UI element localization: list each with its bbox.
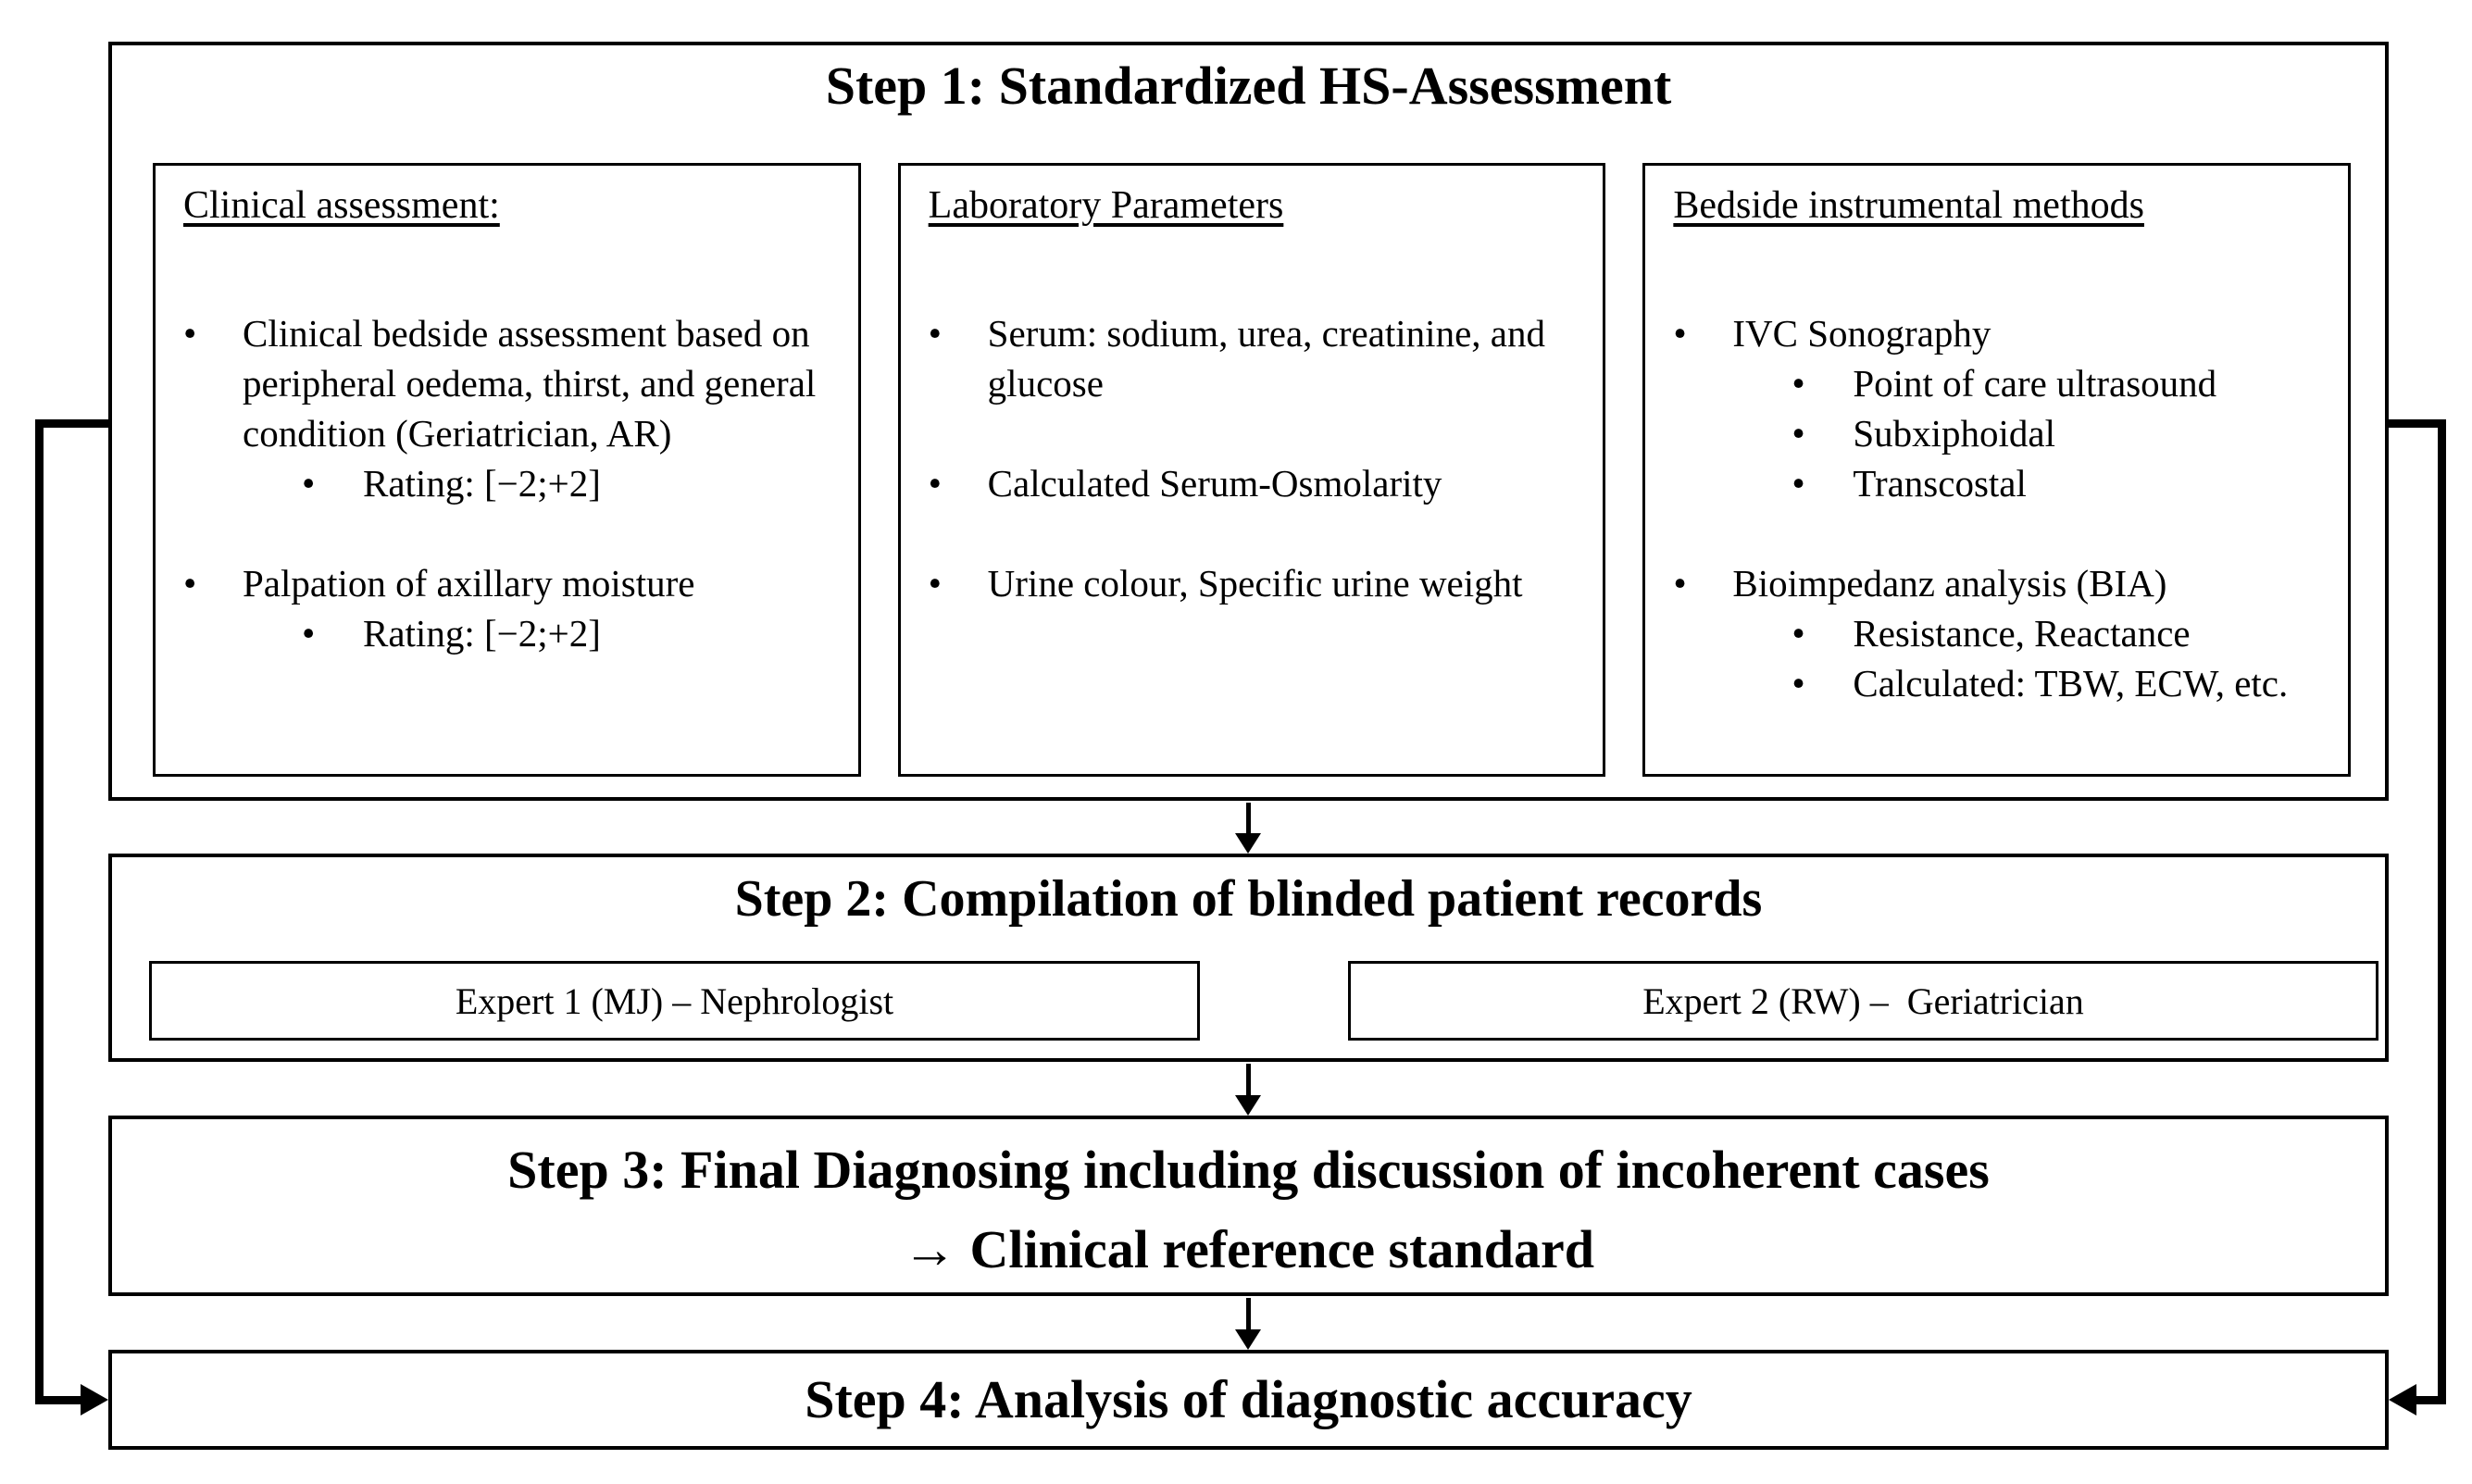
- bullet-marker: •: [1673, 562, 1687, 605]
- bullet-group: • Calculated Serum-Osmolarity: [929, 458, 1576, 508]
- feedback-line-right-top: [2389, 419, 2446, 428]
- feedback-line-left-top: [35, 419, 108, 428]
- sub-bullet-text: Rating: [−2;+2]: [363, 612, 601, 655]
- arrow-stem: [1246, 1064, 1251, 1097]
- bullet-text: Urine colour, Specific urine weight: [987, 562, 1523, 605]
- sub-bullet-text: Resistance, Reactance: [1853, 612, 2191, 655]
- bullet-marker: •: [928, 462, 943, 505]
- bullet-marker: •: [1673, 312, 1687, 355]
- arrow-stem: [1246, 803, 1251, 835]
- bullet-item: • Clinical bedside assessment based on pe…: [183, 308, 830, 458]
- bullet-item: • Calculated Serum-Osmolarity: [929, 458, 1576, 508]
- bullet-marker: •: [1792, 362, 1805, 405]
- bullet-marker: •: [928, 562, 943, 605]
- expert-box-2: Expert 2 (RW) – Geriatrician: [1348, 961, 2378, 1041]
- bullet-item: • Palpation of axillary moisture: [183, 558, 830, 608]
- bullet-text: Palpation of axillary moisture: [243, 562, 695, 605]
- arrow-down-icon: [1235, 1095, 1261, 1116]
- step1-box: Step 1: Standardized HS-Assessment Clini…: [108, 42, 2389, 801]
- sub-bullet-text: Point of care ultrasound: [1853, 362, 2217, 405]
- step3-box: Step 3: Final Diagnosing including discu…: [108, 1116, 2389, 1296]
- bullet-text: Clinical bedside assessment based on per…: [243, 312, 817, 455]
- bullet-group: • Clinical bedside assessment based on pe…: [183, 308, 830, 508]
- arrow-down-icon: [1235, 833, 1261, 854]
- bullet-marker: •: [302, 462, 316, 505]
- bullet-text: Serum: sodium, urea, creatinine, and glu…: [987, 312, 1545, 405]
- bullet-item: • Urine colour, Specific urine weight: [929, 558, 1576, 608]
- bullet-marker: •: [928, 312, 943, 355]
- bullet-group: • IVC Sonography • Point of care ultrasound…: [1673, 308, 2320, 508]
- feedback-line-left-vertical: [35, 419, 44, 1404]
- bullet-text: Calculated Serum-Osmolarity: [987, 462, 1442, 505]
- sub-bullet-item: • Resistance, Reactance: [1792, 608, 2320, 658]
- arrow-left-icon: [2389, 1384, 2416, 1415]
- sub-bullet-item: • Transcostal: [1792, 458, 2320, 508]
- step1-column-3: Bedside instrumental methods • IVC Sonogra…: [1642, 163, 2352, 777]
- expert-box-1: Expert 1 (MJ) – Nephrologist: [149, 961, 1200, 1041]
- sub-bullet-item: • Rating: [−2;+2]: [302, 608, 830, 658]
- step4-box: Step 4: Analysis of diagnostic accuracy: [108, 1350, 2389, 1450]
- arrow-right-icon: [81, 1384, 108, 1415]
- feedback-line-right-vertical: [2438, 419, 2446, 1404]
- sub-bullet-text: Calculated: TBW, ECW, etc.: [1853, 662, 2289, 705]
- bullet-marker: •: [1792, 662, 1805, 705]
- step3-title-line2: → Clinical reference standard: [903, 1219, 1594, 1279]
- step1-column-1: Clinical assessment: • Clinical bedside as…: [153, 163, 861, 777]
- bullet-item: • Bioimpedanz analysis (BIA): [1673, 558, 2320, 608]
- feedback-line-left-bottom: [35, 1396, 85, 1404]
- bullet-text: Bioimpedanz analysis (BIA): [1732, 562, 2167, 605]
- bullet-text: IVC Sonography: [1732, 312, 1991, 355]
- sub-bullet-item: • Point of care ultrasound: [1792, 358, 2320, 408]
- bullet-marker: •: [302, 612, 316, 655]
- bullet-marker: •: [1792, 612, 1805, 655]
- sub-bullet-item: • Subxiphoidal: [1792, 408, 2320, 458]
- step1-column-2: Laboratory Parameters • Serum: sodium, ure…: [897, 163, 1606, 777]
- step1-title: Step 1: Standardized HS-Assessment: [825, 56, 1672, 116]
- bullet-item: • IVC Sonography: [1673, 308, 2320, 358]
- feedback-line-right-bottom: [2415, 1396, 2446, 1404]
- column-heading: Laboratory Parameters: [928, 184, 1284, 227]
- bullet-group: • Urine colour, Specific urine weight: [929, 558, 1576, 608]
- bullet-group: • Bioimpedanz analysis (BIA) • Resistance, …: [1673, 558, 2320, 708]
- bullet-marker: •: [183, 312, 197, 355]
- step2-title: Step 2: Compilation of blinded patient r…: [734, 870, 1763, 928]
- step2-box: Step 2: Compilation of blinded patient r…: [108, 854, 2389, 1062]
- column-heading: Clinical assessment:: [183, 184, 500, 227]
- step3-title-line1: Step 3: Final Diagnosing including discu…: [507, 1140, 1990, 1200]
- bullet-item: • Serum: sodium, urea, creatinine, and gl…: [929, 308, 1576, 408]
- sub-bullet-item: • Rating: [−2;+2]: [302, 458, 830, 508]
- column-heading: Bedside instrumental methods: [1673, 184, 2144, 227]
- sub-bullet-text: Transcostal: [1853, 462, 2027, 505]
- arrow-stem: [1246, 1298, 1251, 1331]
- step1-columns: Clinical assessment: • Clinical bedside as…: [153, 163, 2352, 777]
- arrow-down-icon: [1235, 1329, 1261, 1350]
- step4-title: Step 4: Analysis of diagnostic accuracy: [805, 1369, 1692, 1429]
- bullet-group: • Serum: sodium, urea, creatinine, and gl…: [929, 308, 1576, 408]
- sub-bullet-item: • Calculated: TBW, ECW, etc.: [1792, 658, 2320, 708]
- bullet-marker: •: [1792, 412, 1805, 455]
- sub-bullet-text: Subxiphoidal: [1853, 412, 2056, 455]
- bullet-marker: •: [183, 562, 197, 605]
- sub-bullet-text: Rating: [−2;+2]: [363, 462, 601, 505]
- bullet-group: • Palpation of axillary moisture • Rating: …: [183, 558, 830, 658]
- bullet-marker: •: [1792, 462, 1805, 505]
